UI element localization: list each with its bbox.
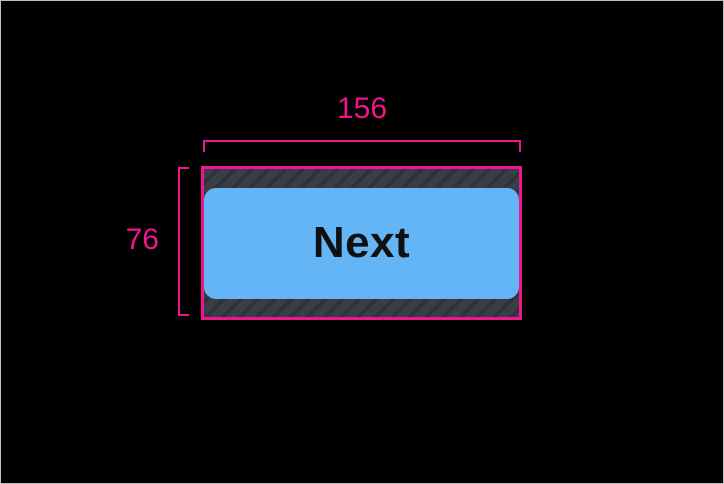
height-measurement-bracket [178,167,189,316]
width-measurement-bracket [203,140,521,152]
height-dimension-label: 76 [125,223,159,256]
touch-target-outline: Next [201,166,522,320]
next-button-label: Next [312,218,411,267]
next-button[interactable]: Next [204,187,519,299]
width-dimension-label: 156 [336,92,388,125]
